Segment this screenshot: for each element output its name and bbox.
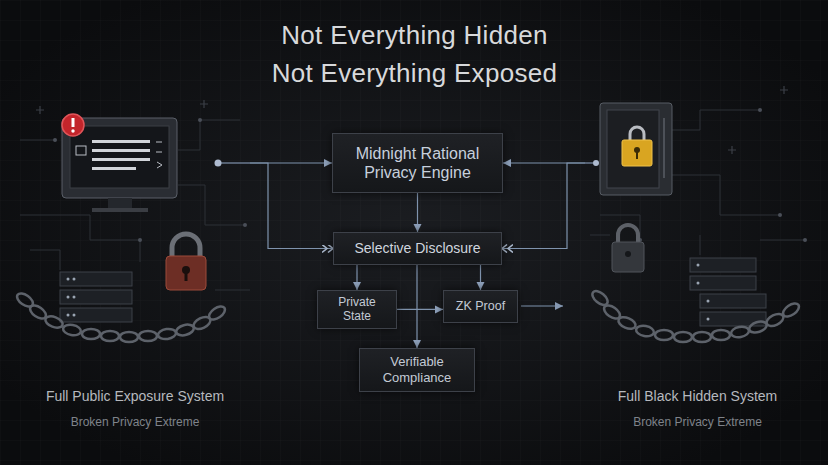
system-subcaption: Broken Privacy Extreme [71,415,200,429]
diagram-title: Not Everything Hidden Not Everything Exp… [263,16,566,92]
node-label: Midnight Rational Privacy Engine [341,144,494,182]
circuit-lines [20,110,805,290]
system-caption: Full Black Hidden System [618,388,778,405]
circuit-dots [53,108,807,242]
chain [590,288,801,342]
port-dot [585,160,599,166]
node-label: ZK Proof [456,299,505,314]
system-caption: Full Public Exposure System [46,388,224,405]
system-subcaption: Broken Privacy Extreme [633,415,762,429]
node-label: Verifiable Compliance [368,354,466,385]
system-panel: Full Black Hidden SystemBroken Privacy E… [585,95,810,435]
server-stack [60,272,132,322]
connector [480,265,481,290]
broken-padlock [166,234,206,290]
server-stack [690,258,766,326]
server-lights [67,278,76,317]
chain [15,291,227,342]
output-arrow [521,305,563,306]
alert-badge [62,114,84,136]
node-label: Selective Disclosure [354,240,480,257]
server-lights [697,264,710,321]
system-panel: Full Public Exposure SystemBroken Privac… [20,95,250,435]
connector [416,265,417,348]
safe-icon [600,103,672,195]
node-label: Private State [326,295,388,324]
connector [250,163,333,249]
process-box: Selective Disclosure [333,232,502,265]
port-dot [215,160,251,167]
engine-box: Midnight Rational Privacy Engine [332,133,503,193]
connector [502,163,585,249]
proof-box: ZK Proof [443,290,518,323]
connector [397,309,443,310]
connector [417,193,418,232]
state-box: Private State [317,290,397,329]
grey-padlock [612,225,644,272]
output-box: Verifiable Compliance [359,348,475,392]
connector [356,265,357,290]
